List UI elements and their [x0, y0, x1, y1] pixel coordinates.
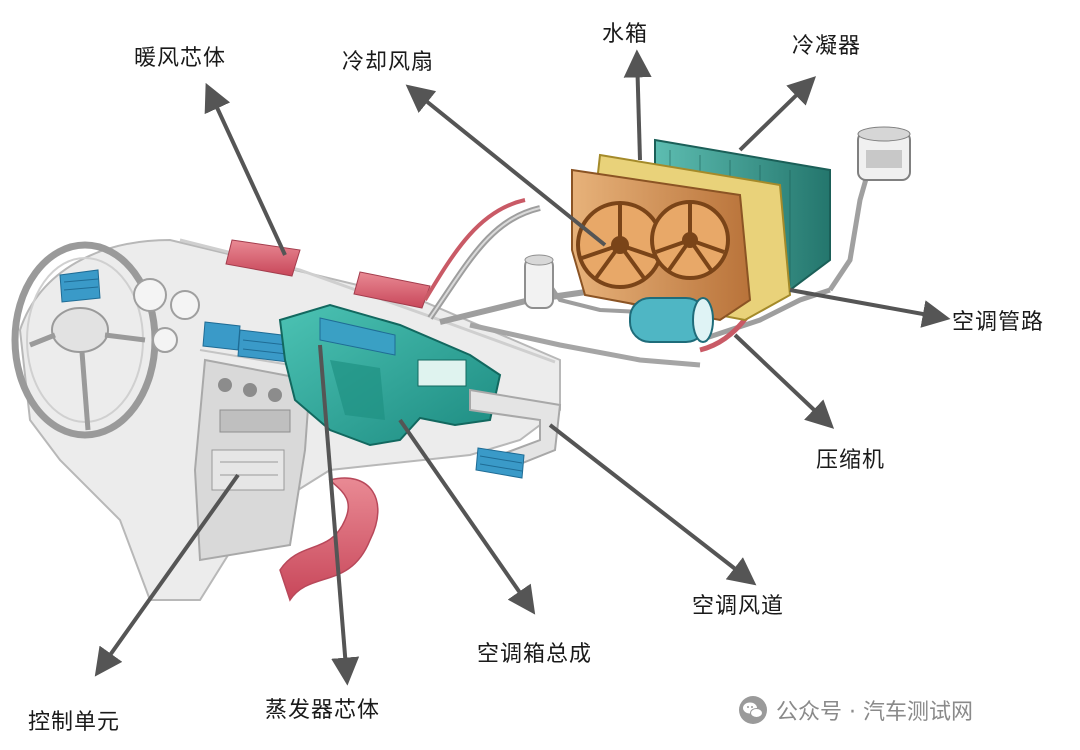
leader-arrows: [94, 49, 951, 686]
arrow-radiator: [623, 49, 652, 161]
compressor-unit: [629, 297, 714, 343]
label-cooling-fan: 冷却风扇: [342, 50, 435, 75]
wechat-official-account-icon: [739, 696, 767, 724]
label-hvac-box: 空调箱总成: [477, 642, 593, 667]
defrost-outlets: [225, 239, 431, 309]
arrow-evaporator: [318, 344, 360, 686]
right-air-duct: [469, 388, 562, 479]
arrow-cooling-fan: [405, 84, 607, 247]
label-air-duct: 空调风道: [692, 594, 785, 619]
hvac-box-assembly: [278, 303, 502, 447]
arrow-heater-core: [204, 82, 287, 256]
watermark-text: 公众号 · 汽车测试网: [776, 700, 973, 725]
watermark: 公众号 · 汽车测试网: [738, 694, 973, 726]
arrow-hvac-box: [398, 418, 536, 615]
arrow-compressor: [733, 333, 835, 429]
label-ac-pipes: 空调管路: [952, 310, 1045, 335]
arrow-condenser: [738, 76, 817, 152]
center-console: [193, 358, 312, 562]
label-evaporator: 蒸发器芯体: [265, 698, 381, 723]
arrow-ac-pipes: [789, 288, 951, 328]
label-radiator: 水箱: [602, 22, 649, 47]
cooling-fans: [576, 200, 730, 289]
steering-wheel: [11, 241, 159, 439]
label-condenser: 冷凝器: [792, 34, 862, 59]
arrow-control-unit: [94, 473, 240, 677]
instrument-cluster: [133, 278, 200, 353]
side-vent-left: [59, 269, 101, 303]
center-vents: [202, 321, 291, 363]
label-compressor: 压缩机: [816, 448, 886, 473]
expansion-tank: [857, 126, 911, 181]
label-control-unit: 控制单元: [28, 710, 121, 735]
receiver-drier: [524, 254, 554, 309]
label-heater-core: 暖风芯体: [134, 46, 227, 71]
floor-heat-duct: [279, 477, 379, 602]
arrow-air-duct: [548, 423, 757, 586]
